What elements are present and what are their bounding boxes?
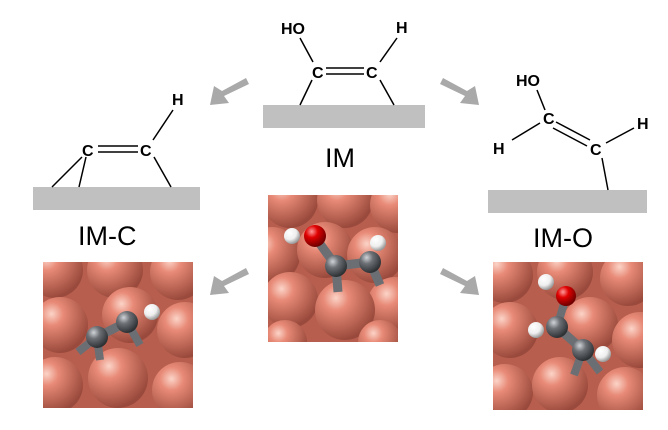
im-c-render	[43, 262, 193, 408]
arrow-down-left-icon	[210, 78, 249, 105]
im-c1: C	[312, 65, 324, 82]
im-o-render	[493, 262, 643, 410]
im-o-h-left: H	[493, 141, 505, 158]
arrow-down-right-icon	[440, 268, 479, 295]
im-o-label: IM-O	[533, 223, 593, 253]
im-c2: C	[366, 65, 378, 82]
arrow-down-right-icon	[440, 78, 479, 105]
surface-bar	[263, 105, 425, 128]
im-o-h-right: H	[637, 116, 649, 133]
im-o-structure: HO C C H H IM-O	[488, 73, 649, 253]
im-c-structure: C C H IM-C	[33, 92, 200, 251]
im-o-c1: C	[543, 111, 555, 128]
im-o-ho: HO	[516, 73, 540, 90]
im-render	[268, 195, 398, 342]
im-c-c1: C	[82, 143, 94, 160]
im-structure: HO H C C IM	[263, 20, 425, 173]
im-label: IM	[325, 143, 355, 173]
arrow-down-left-icon	[210, 268, 249, 295]
im-c-c2: C	[140, 143, 152, 160]
surface-bar	[33, 187, 200, 210]
im-c-label: IM-C	[78, 221, 136, 251]
im-h: H	[396, 20, 408, 37]
im-ho: HO	[281, 21, 305, 38]
surface-bar	[488, 190, 647, 213]
im-c-h: H	[172, 92, 184, 109]
im-o-c2: C	[590, 142, 602, 159]
